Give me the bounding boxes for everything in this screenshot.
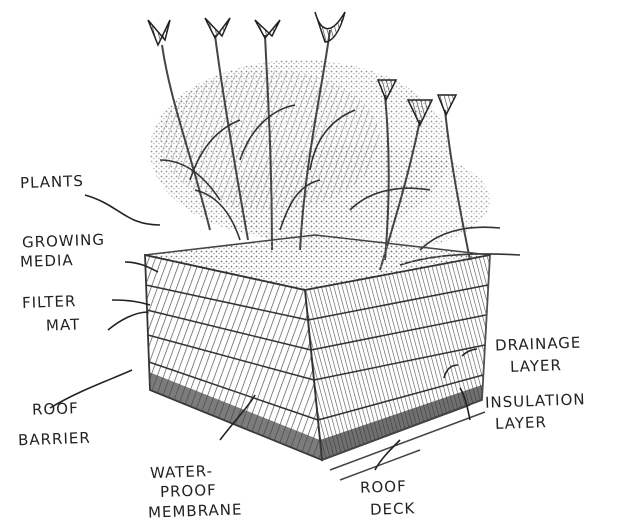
- label-waterproof-membrane-line2: PROOF: [160, 481, 217, 501]
- label-plants: PLANTS: [20, 172, 85, 192]
- label-waterproof-membrane-line3: MEMBRANE: [148, 500, 243, 521]
- label-roof-deck-line1: ROOF: [360, 477, 407, 497]
- label-filter-mat-line1: FILTER: [22, 292, 77, 312]
- label-insulation-layer-line1: INSULATION: [485, 390, 586, 411]
- label-filter-mat-line2: MAT: [46, 315, 81, 334]
- label-roof-barrier-line1: ROOF: [32, 399, 79, 419]
- label-roof-deck-line2: DECK: [370, 499, 416, 519]
- soil-block: [145, 235, 490, 460]
- label-growing-media-line2: MEDIA: [20, 251, 74, 271]
- label-drainage-layer-line2: LAYER: [510, 356, 562, 376]
- label-waterproof-membrane-line1: WATER-: [150, 462, 214, 482]
- label-drainage-layer-line1: DRAINAGE: [495, 333, 582, 354]
- plants-mass: [148, 12, 520, 270]
- label-insulation-layer-line2: LAYER: [495, 413, 547, 433]
- label-roof-barrier-line2: BARRIER: [18, 429, 91, 450]
- label-growing-media-line1: GROWING: [22, 231, 106, 252]
